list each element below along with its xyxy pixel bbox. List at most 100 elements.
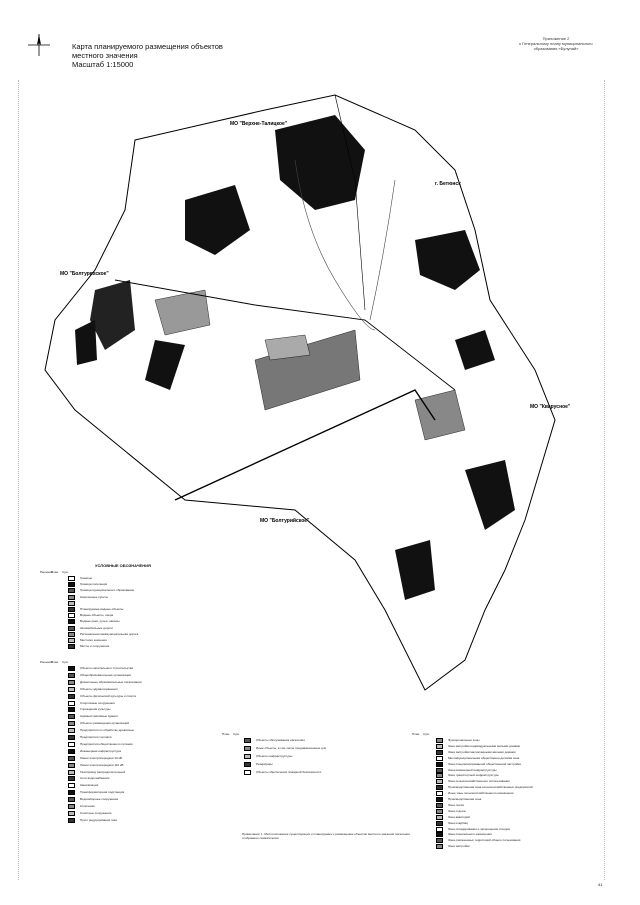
legend-swatch (68, 672, 75, 678)
legend-column-header: План (412, 732, 420, 736)
page-number: 41 (598, 882, 603, 887)
legend-item-label: Газопровод распределительный (80, 769, 125, 774)
legend-item-label: Зона инженерной инфраструктуры (448, 767, 497, 772)
forest-zone (145, 340, 185, 390)
legend-swatch (436, 773, 443, 779)
legend-item-label: Объекты инфраструктуры (256, 754, 293, 758)
legend-column-header: План (51, 570, 59, 574)
legend-item-label: Линии электропередачи 110 кВ (80, 762, 124, 767)
legend-swatch (68, 607, 75, 612)
label-south: МО "Болтурийское" (260, 517, 310, 524)
legend-column-header: Решение (40, 660, 53, 664)
legend-swatch (436, 779, 443, 785)
legend-swatch (436, 844, 443, 850)
legend-item-label: Населенные пункты (80, 594, 108, 599)
legend-item-label: Зона кладбищ (448, 820, 469, 825)
legend-swatch (244, 770, 251, 775)
legend-item-label: Зона отдыха (448, 808, 466, 813)
legend-swatch (68, 582, 75, 588)
legend-item-label: Объекты размещения организаций (80, 721, 129, 726)
label-northeast: г. Бетюнск (435, 181, 461, 187)
legend-column-header: Суш. (233, 732, 240, 736)
settlement-zone (264, 334, 311, 361)
legend-item-label: Резервуары (256, 762, 273, 766)
label-north: МО "Верхне-Талицкое" (230, 121, 288, 127)
road-line (174, 389, 436, 501)
legend-swatch (436, 838, 443, 844)
legend-column-header: План (51, 660, 59, 664)
legend-item-label: Зона складирования и захоронения отходов (448, 826, 510, 831)
legend-swatch (68, 769, 75, 775)
legend-item-label: Объекты капитального строительства (80, 666, 133, 670)
legend-item-label: Дошкольные образовательные организации (80, 679, 142, 684)
legend-swatch (436, 826, 443, 832)
legend-swatch (436, 785, 443, 791)
legend-swatch (68, 797, 75, 803)
legend-swatch (68, 666, 75, 671)
legend-item-label: Сети водоснабжения (80, 776, 110, 781)
legend-swatch (436, 808, 443, 814)
legend-item-label: Зона озелененных территорий общего польз… (448, 838, 521, 843)
page-border-right (604, 80, 606, 880)
legend-item-label: Трансформаторная подстанция (80, 790, 125, 795)
legend-item-label: Спортивные сооружения (80, 700, 115, 705)
legend-swatch (68, 700, 75, 706)
legend-swatch (68, 588, 75, 594)
legend-swatch (68, 576, 75, 581)
legend-item-label: Иные зоны сельскохозяйственного назначен… (448, 791, 514, 796)
forest-zone (75, 320, 97, 365)
appendix-line: образования «Булунай» (533, 46, 579, 51)
north-arrow-icon (28, 34, 50, 56)
legend-item-label: Зона специализированной общественной зас… (448, 761, 522, 766)
legend-swatch (436, 738, 443, 743)
map-title-line: местного значения (72, 51, 138, 60)
legend-swatch (68, 594, 75, 600)
legend-item-label: Учреждения культуры (80, 707, 111, 712)
legend-item-label: Объекты обеспечения пожарной безопасност… (256, 770, 322, 774)
legend-item-label: Предприятия по обработке древесины (80, 728, 134, 733)
municipal-map[interactable]: МО "Верхне-Талицкое" г. Бетюнск МО "Болт… (35, 90, 595, 710)
legend-item-label: Предприятия общественного питания (80, 741, 133, 746)
legend-item-label: Границы (80, 576, 92, 580)
legend-item-label: Водные реки, ручьи, каналы (80, 619, 120, 624)
legend-swatch (68, 762, 75, 768)
legend-item-label: Зона застройки (448, 844, 470, 849)
legend-item-label: Пункт редуцирования газа (80, 817, 117, 822)
legend-swatch (68, 741, 75, 747)
legend-swatch (436, 797, 443, 802)
map-scale: Масштаб 1:15000 (72, 60, 134, 69)
settlement-zone (414, 389, 466, 441)
legend-swatch (436, 814, 443, 820)
legend-column-header: План (222, 732, 230, 736)
forest-zone (275, 115, 365, 210)
legend-swatch (68, 714, 75, 720)
legend-swatch (436, 749, 443, 755)
road-line (334, 94, 366, 311)
legend-swatch (68, 748, 75, 754)
legend-swatch (68, 817, 75, 823)
legend-item-label: Предприятия торговли (80, 735, 112, 739)
legend-swatch (68, 810, 75, 816)
page-border-left (18, 80, 20, 880)
legend-item-label: Объекты здравоохранения (80, 686, 118, 691)
legend-item-label: Производственная зона (448, 797, 482, 801)
legend-heading: УСЛОВНЫЕ ОБОЗНАЧЕНИЯ (95, 563, 151, 568)
legend-swatch (436, 761, 443, 767)
road-line (114, 279, 456, 391)
legend-item-label: Зона специального назначения (448, 832, 492, 837)
legend-swatch (68, 755, 75, 761)
appendix-line: Приложение 2 (542, 36, 570, 41)
legend-swatch (436, 820, 443, 826)
legend-swatch (68, 600, 75, 606)
forest-zone (90, 280, 135, 350)
legend-item-label: Функциональные зоны (448, 738, 480, 742)
appendix-line: к Генеральному плану муниципального (519, 41, 593, 46)
map-title: Карта планируемого размещения объектов м… (72, 42, 232, 69)
legend-item-label: Котельная (80, 804, 95, 808)
forest-zone (185, 185, 250, 255)
legend-item-label: Многофункциональная общественно-деловая … (448, 755, 520, 760)
legend-item-label: Производственная зона сельскохозяйственн… (448, 785, 533, 790)
legend-swatch (68, 644, 75, 650)
legend-swatch (68, 721, 75, 727)
legend-swatch (68, 804, 75, 809)
